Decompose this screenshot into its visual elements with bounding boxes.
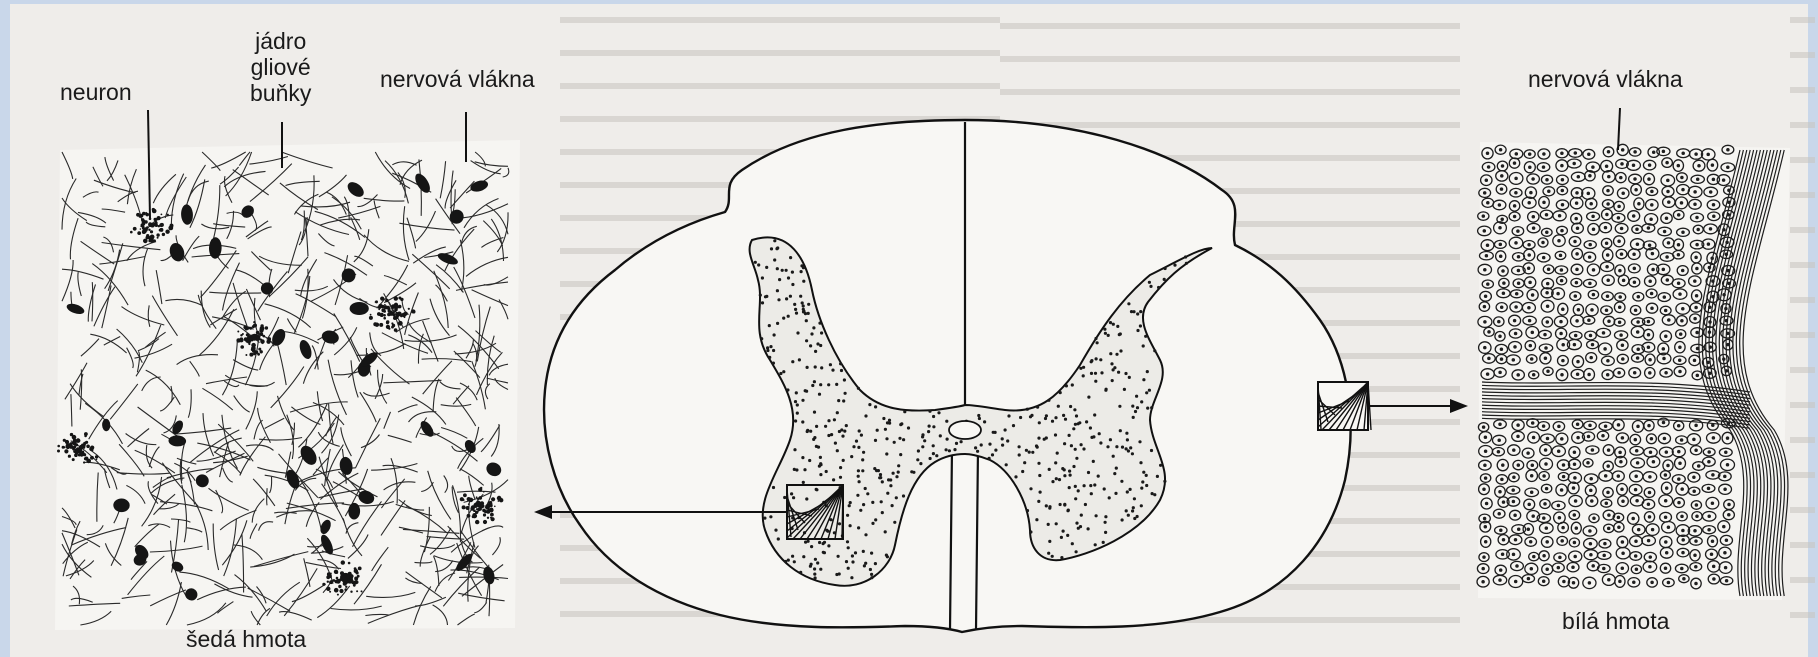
central-canal [949,421,981,439]
nerve-fibers-label-right: nervová vlákna [1528,66,1683,92]
grey-matter-tissue-panel [55,140,520,630]
glia-label-line-2: gliové [250,54,311,80]
spinal-cord-cross-section [544,120,1371,632]
nerve-fibers-label-left: nervová vlákna [380,66,535,92]
grey-matter-label: šedá hmota [186,626,306,652]
glia-label-line-3: buňky [250,80,311,106]
neuron-label: neuron [60,79,132,105]
glia-nucleus-label: jádro gliové buňky [250,28,311,106]
glia-label-line-1: jádro [250,28,311,54]
white-matter-label: bílá hmota [1562,608,1669,634]
white-matter-tissue-panel [1477,142,1790,600]
cord-outline [544,120,1351,632]
fibers-right-leader [1618,108,1620,150]
arrow-to-white-matter [1368,399,1468,413]
